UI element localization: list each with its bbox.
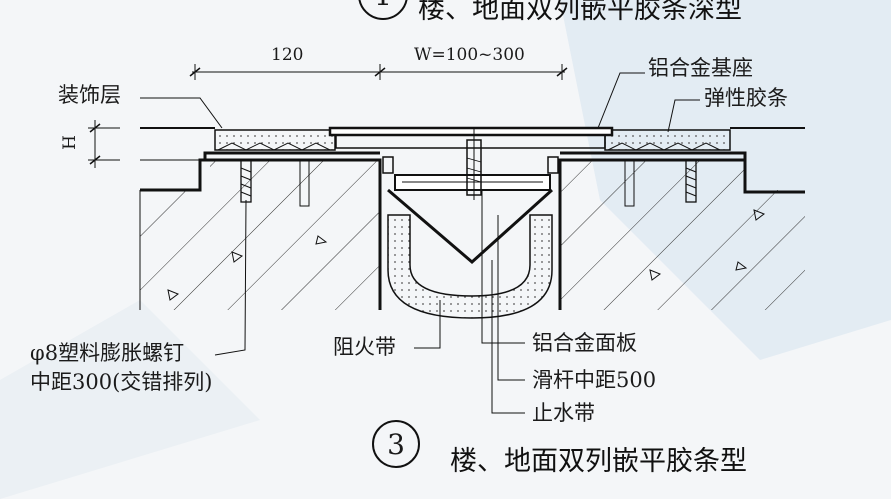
screw-left-2: [299, 159, 310, 207]
label-elastic-strip: 弹性胶条: [704, 86, 788, 110]
decor-layer: [140, 127, 805, 161]
bottom-figure-title: 楼、地面双列嵌平胶条型: [450, 446, 747, 477]
left-slab: [139, 158, 382, 310]
elastic-strip-left: [214, 129, 336, 151]
aggregate-marks: [167, 209, 766, 301]
label-screw-spacing: 中距300(交错排列): [30, 370, 213, 394]
alu-cover-panel: [328, 126, 614, 191]
label-decor-layer: 装饰层: [58, 83, 121, 107]
dim-gap-width: W=100~300: [414, 45, 525, 65]
label-alu-panel: 铝合金面板: [532, 331, 637, 355]
dim-left-width: 120: [271, 45, 304, 65]
top-figure-title: 楼、地面双列嵌平胶条深型: [418, 0, 742, 25]
alu-base: [203, 151, 747, 174]
label-screw-spec: φ8塑料膨胀螺钉: [30, 341, 185, 365]
dim-height: H: [59, 135, 80, 150]
dimension-lines: [88, 64, 568, 168]
label-alu-base: 铝合金基座: [648, 56, 753, 80]
elastic-strip-right: [604, 129, 731, 151]
label-fire-band: 阻火带: [333, 335, 396, 359]
screw-right-2: [685, 159, 697, 203]
label-water-stop: 止水带: [532, 401, 595, 425]
fire-barrier: [387, 214, 553, 319]
leader-lines: [140, 72, 700, 414]
screw-right-1: [624, 159, 635, 207]
water-stop: [387, 188, 554, 264]
bottom-figure-number: 3: [372, 420, 420, 468]
label-slide-rod: 滑杆中距500: [532, 368, 657, 392]
slide-rod: [466, 128, 482, 200]
